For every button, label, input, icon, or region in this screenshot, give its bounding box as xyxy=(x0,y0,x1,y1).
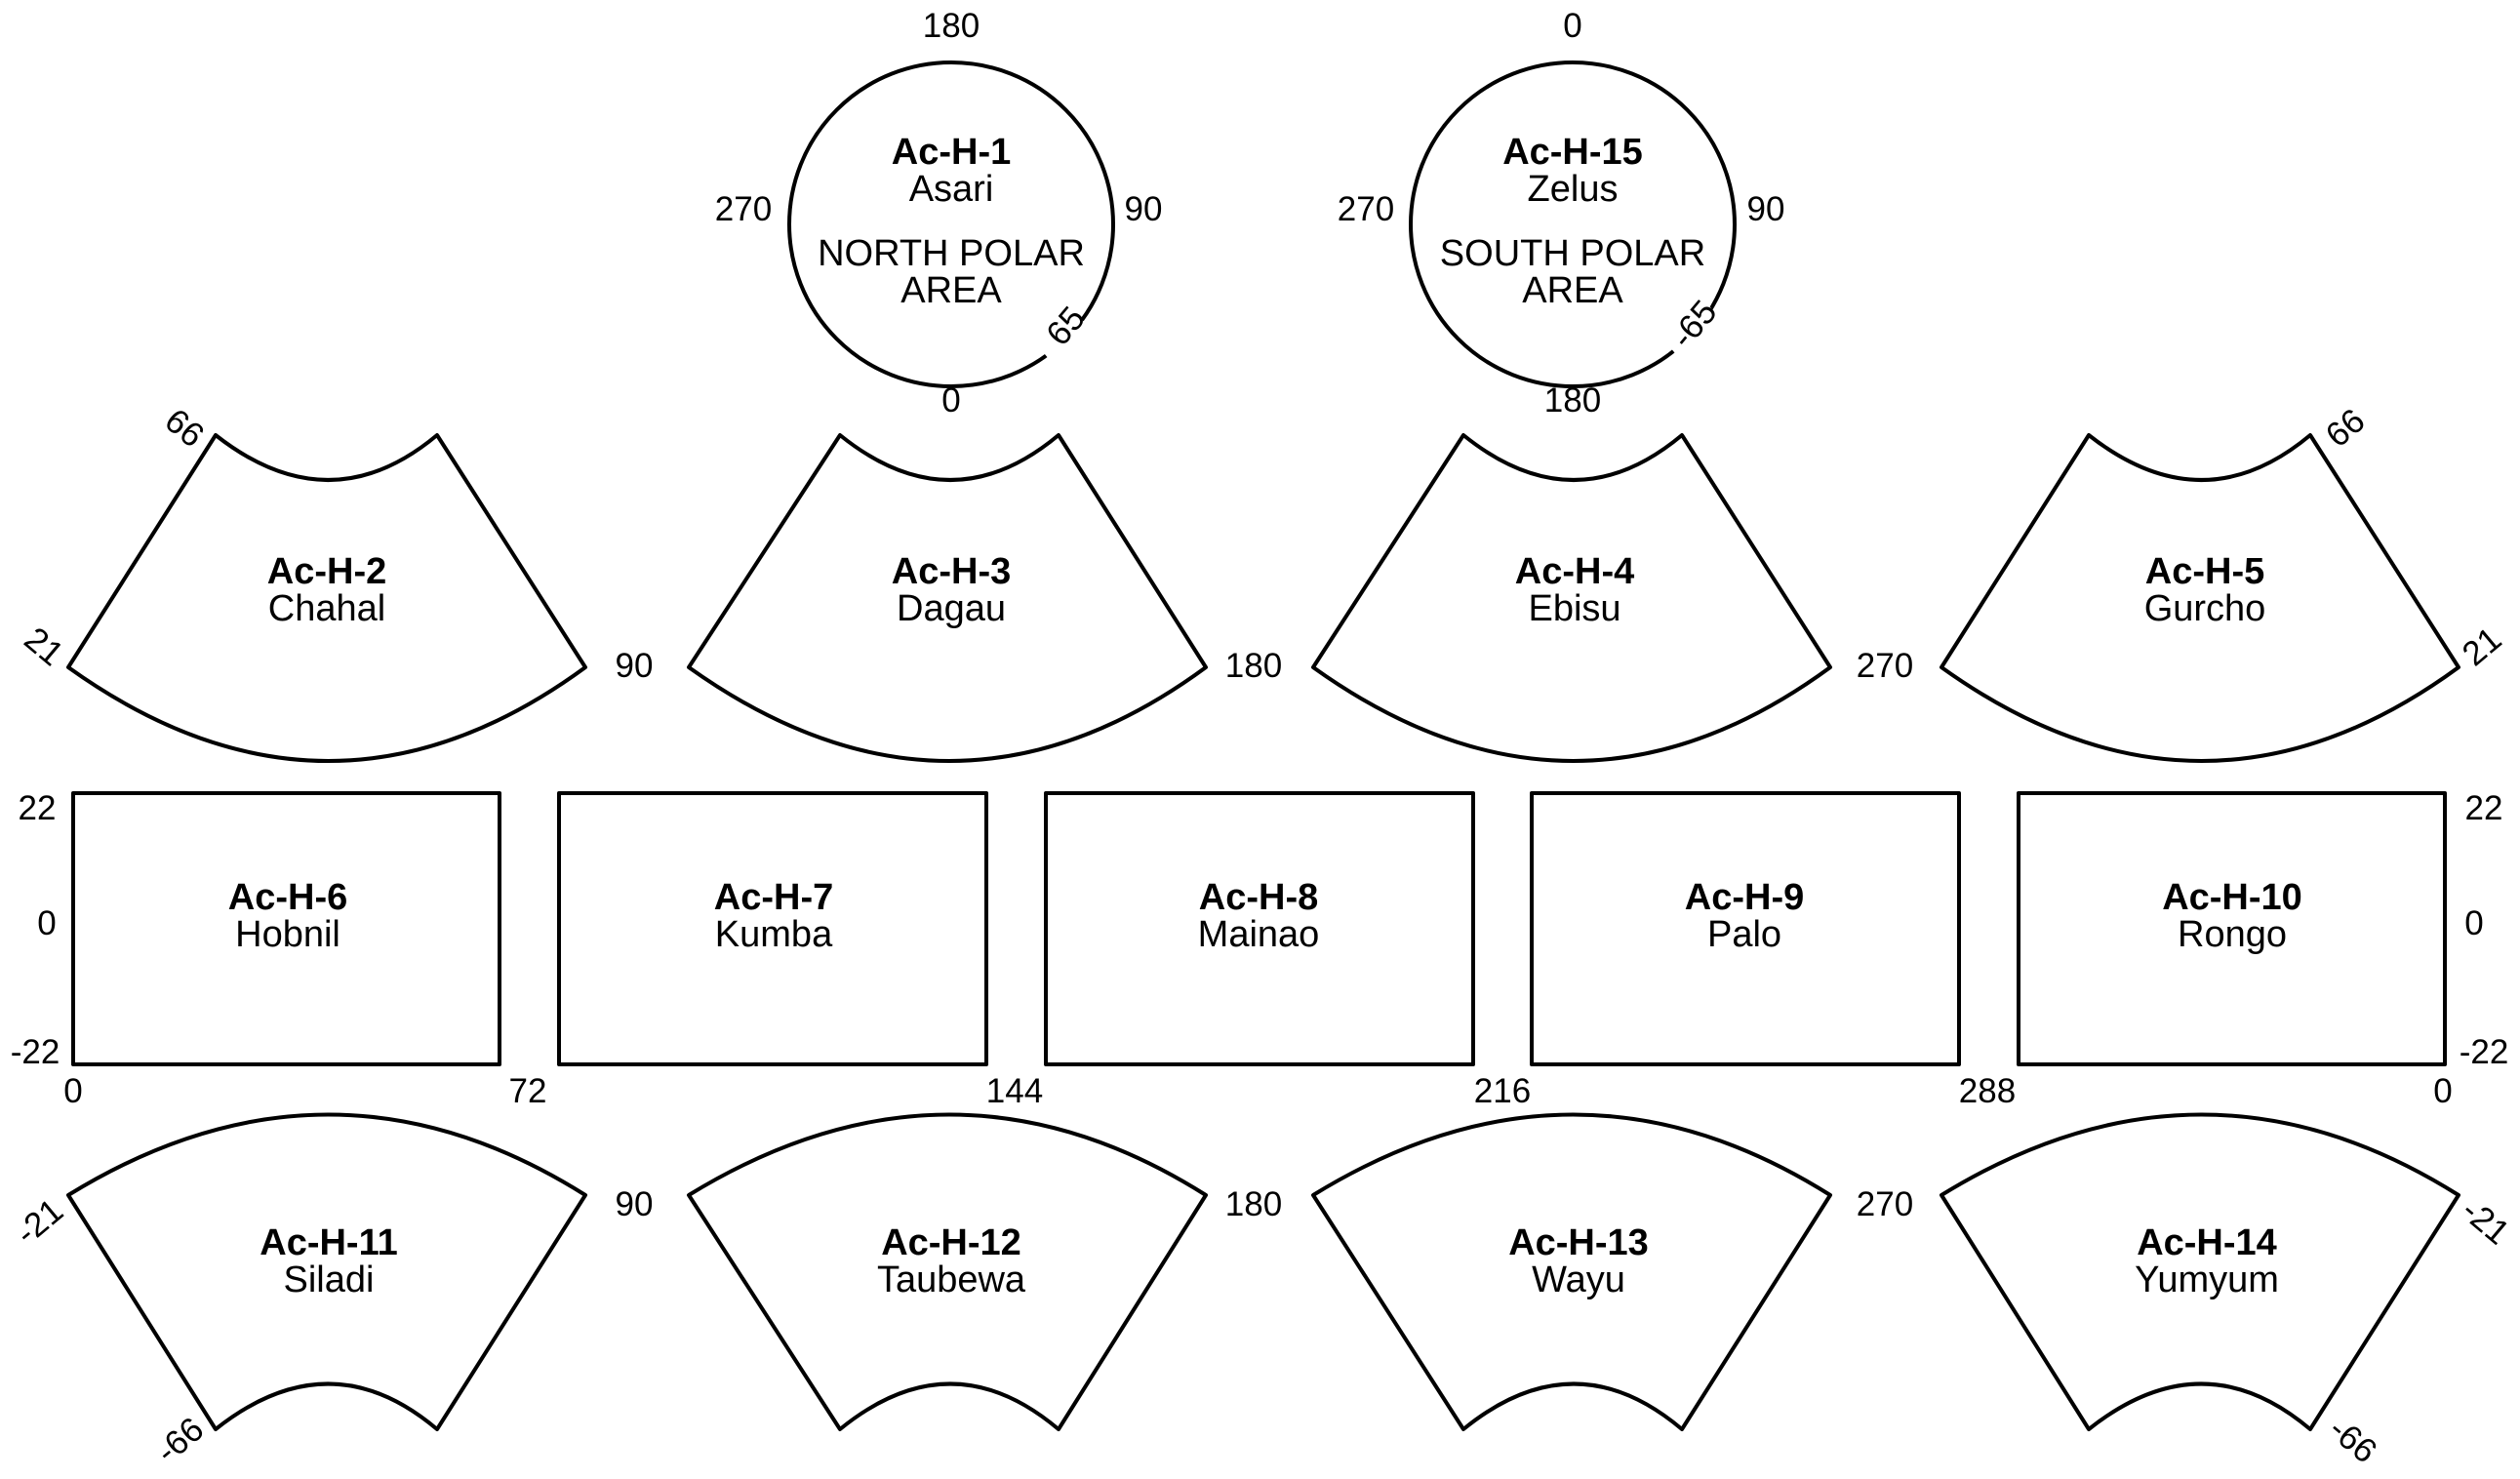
quadrangle-name: Chahal xyxy=(268,588,385,629)
quadrangle-code: Ac-H-9 xyxy=(1685,877,1804,918)
lower-lat-label-right-minus-66: -66 xyxy=(2322,1410,2384,1470)
quadrangle-name: Zelus xyxy=(1528,169,1619,210)
quadrangle-name: Taubewa xyxy=(877,1259,1026,1300)
eq-lat-label-left-0: 0 xyxy=(37,904,56,942)
quadrangle-ac-h-8: Ac-H-8 Mainao xyxy=(1044,791,1475,1066)
quadrangle-ac-h-13: Ac-H-13 Wayu xyxy=(1311,1112,1832,1431)
sector-outline xyxy=(687,433,1208,763)
quadrangle-code: Ac-H-11 xyxy=(260,1222,398,1263)
quadrangle-code: Ac-H-4 xyxy=(1515,551,1634,592)
polar-area-label-line-1: SOUTH POLAR xyxy=(1440,233,1705,274)
lower-lat-label-left-minus-21: -21 xyxy=(8,1191,70,1252)
upper-lat-label-left-21: 21 xyxy=(18,620,71,673)
quadrangle-code: Ac-H-1 xyxy=(892,132,1011,173)
polar-area-label-line-2: AREA xyxy=(900,270,1002,311)
quadrangle-ac-h-11: Ac-H-11 Siladi xyxy=(66,1112,587,1431)
quadrangle-code: Ac-H-7 xyxy=(714,877,833,918)
south-left-lon-label: 270 xyxy=(1338,190,1394,228)
quadrangle-code: Ac-H-5 xyxy=(2145,551,2264,592)
quadrangle-ac-h-4: Ac-H-4 Ebisu xyxy=(1311,433,1832,763)
lower-lon-label-90: 90 xyxy=(616,1185,654,1223)
eq-lon-label-72: 72 xyxy=(509,1072,547,1110)
eq-lon-label-0: 0 xyxy=(63,1072,82,1110)
rectangle-outline xyxy=(557,791,988,1066)
quadrangle-name: Kumba xyxy=(715,914,833,955)
north-lat-gap xyxy=(1013,283,1091,363)
upper-lon-label-90: 90 xyxy=(616,647,654,685)
eq-lat-label-left-22: 22 xyxy=(19,789,57,827)
north-bottom-lon-label: 0 xyxy=(941,381,960,420)
quadrangle-ac-h-9: Ac-H-9 Palo xyxy=(1530,791,1961,1066)
eq-lon-label-0-right: 0 xyxy=(2433,1072,2452,1110)
quadrangle-code: Ac-H-8 xyxy=(1199,877,1318,918)
quadrangle-name: Gurcho xyxy=(2144,588,2266,629)
upper-lon-label-180: 180 xyxy=(1225,647,1282,685)
quadrangle-name: Palo xyxy=(1707,914,1781,955)
quadrangle-ac-h-5: Ac-H-5 Gurcho xyxy=(1940,433,2460,763)
upper-lat-label-left-66: 66 xyxy=(158,401,212,455)
sector-outline xyxy=(1940,433,2460,763)
rectangle-outline xyxy=(1530,791,1961,1066)
eq-lat-label-left-minus-22: -22 xyxy=(11,1033,60,1071)
eq-lon-label-288: 288 xyxy=(1959,1072,2016,1110)
quadrangle-ac-h-7: Ac-H-7 Kumba xyxy=(557,791,988,1066)
polar-area-label-line-2: AREA xyxy=(1522,270,1623,311)
quadrangle-name: Wayu xyxy=(1532,1259,1625,1300)
eq-lon-label-144: 144 xyxy=(986,1072,1043,1110)
quadrangle-ac-h-10: Ac-H-10 Rongo xyxy=(2017,791,2447,1066)
rectangle-outline xyxy=(71,791,501,1066)
quadrangle-ac-h-3: Ac-H-3 Dagau xyxy=(687,433,1208,763)
polar-area-label-line-1: NORTH POLAR xyxy=(818,233,1085,274)
quadrangle-code: Ac-H-10 xyxy=(2162,877,2302,918)
quadrangle-ac-h-12: Ac-H-12 Taubewa xyxy=(687,1112,1208,1431)
eq-lat-label-right-22: 22 xyxy=(2465,789,2503,827)
rectangle-outline xyxy=(2017,791,2447,1066)
eq-lat-label-right-0: 0 xyxy=(2464,904,2483,942)
south-top-lon-label: 0 xyxy=(1563,7,1581,45)
lower-lat-label-right-minus-21: -21 xyxy=(2455,1191,2517,1252)
upper-lat-label-right-21: 21 xyxy=(2456,620,2509,673)
quadrangle-code: Ac-H-12 xyxy=(881,1222,1021,1263)
south-lat-gap xyxy=(1642,278,1728,364)
sector-outline xyxy=(1311,1112,1832,1431)
quadrangle-name: Yumyum xyxy=(2135,1259,2279,1300)
lower-lat-label-left-minus-66: -66 xyxy=(148,1410,211,1470)
eq-lon-label-216: 216 xyxy=(1474,1072,1531,1110)
lower-lon-label-180: 180 xyxy=(1225,1185,1282,1223)
north-top-lon-label: 180 xyxy=(923,7,980,45)
sector-outline xyxy=(1940,1112,2460,1431)
quadrangle-code: Ac-H-15 xyxy=(1502,132,1643,173)
quadrangle-code: Ac-H-13 xyxy=(1508,1222,1649,1263)
quadrangle-ac-h-1: Ac-H-1 Asari NORTH POLAR AREA xyxy=(787,60,1115,388)
quadrangle-code: Ac-H-2 xyxy=(267,551,386,592)
lower-lon-label-270: 270 xyxy=(1857,1185,1913,1223)
south-bottom-lon-label: 180 xyxy=(1544,381,1601,420)
quadrangle-code: Ac-H-6 xyxy=(228,877,347,918)
quadrangle-ac-h-14: Ac-H-14 Yumyum xyxy=(1940,1112,2460,1431)
upper-lon-label-270: 270 xyxy=(1857,647,1913,685)
quadrangle-code: Ac-H-14 xyxy=(2137,1222,2277,1263)
quadrangle-name: Asari xyxy=(909,169,994,210)
quadrangle-name: Rongo xyxy=(2178,914,2287,955)
south-right-lon-label: 90 xyxy=(1747,190,1785,228)
quadrangle-name: Ebisu xyxy=(1528,588,1620,629)
quadrangle-code: Ac-H-3 xyxy=(892,551,1011,592)
rectangle-outline xyxy=(1044,791,1475,1066)
sector-outline xyxy=(66,1112,587,1431)
north-right-lon-label: 90 xyxy=(1125,190,1163,228)
quadrangle-name: Hobnil xyxy=(235,914,340,955)
upper-lat-label-right-66: 66 xyxy=(2319,401,2373,455)
quadrangle-ac-h-2: Ac-H-2 Chahal xyxy=(66,433,587,763)
quadrangle-name: Siladi xyxy=(284,1259,375,1300)
eq-lat-label-right-minus-22: -22 xyxy=(2460,1033,2509,1071)
sector-outline xyxy=(66,433,587,763)
quadrangle-name: Mainao xyxy=(1198,914,1320,955)
quadrangle-name: Dagau xyxy=(897,588,1006,629)
north-left-lon-label: 270 xyxy=(715,190,772,228)
quadrangle-ac-h-6: Ac-H-6 Hobnil xyxy=(71,791,501,1066)
sector-outline xyxy=(687,1112,1208,1431)
sector-outline xyxy=(1311,433,1832,763)
